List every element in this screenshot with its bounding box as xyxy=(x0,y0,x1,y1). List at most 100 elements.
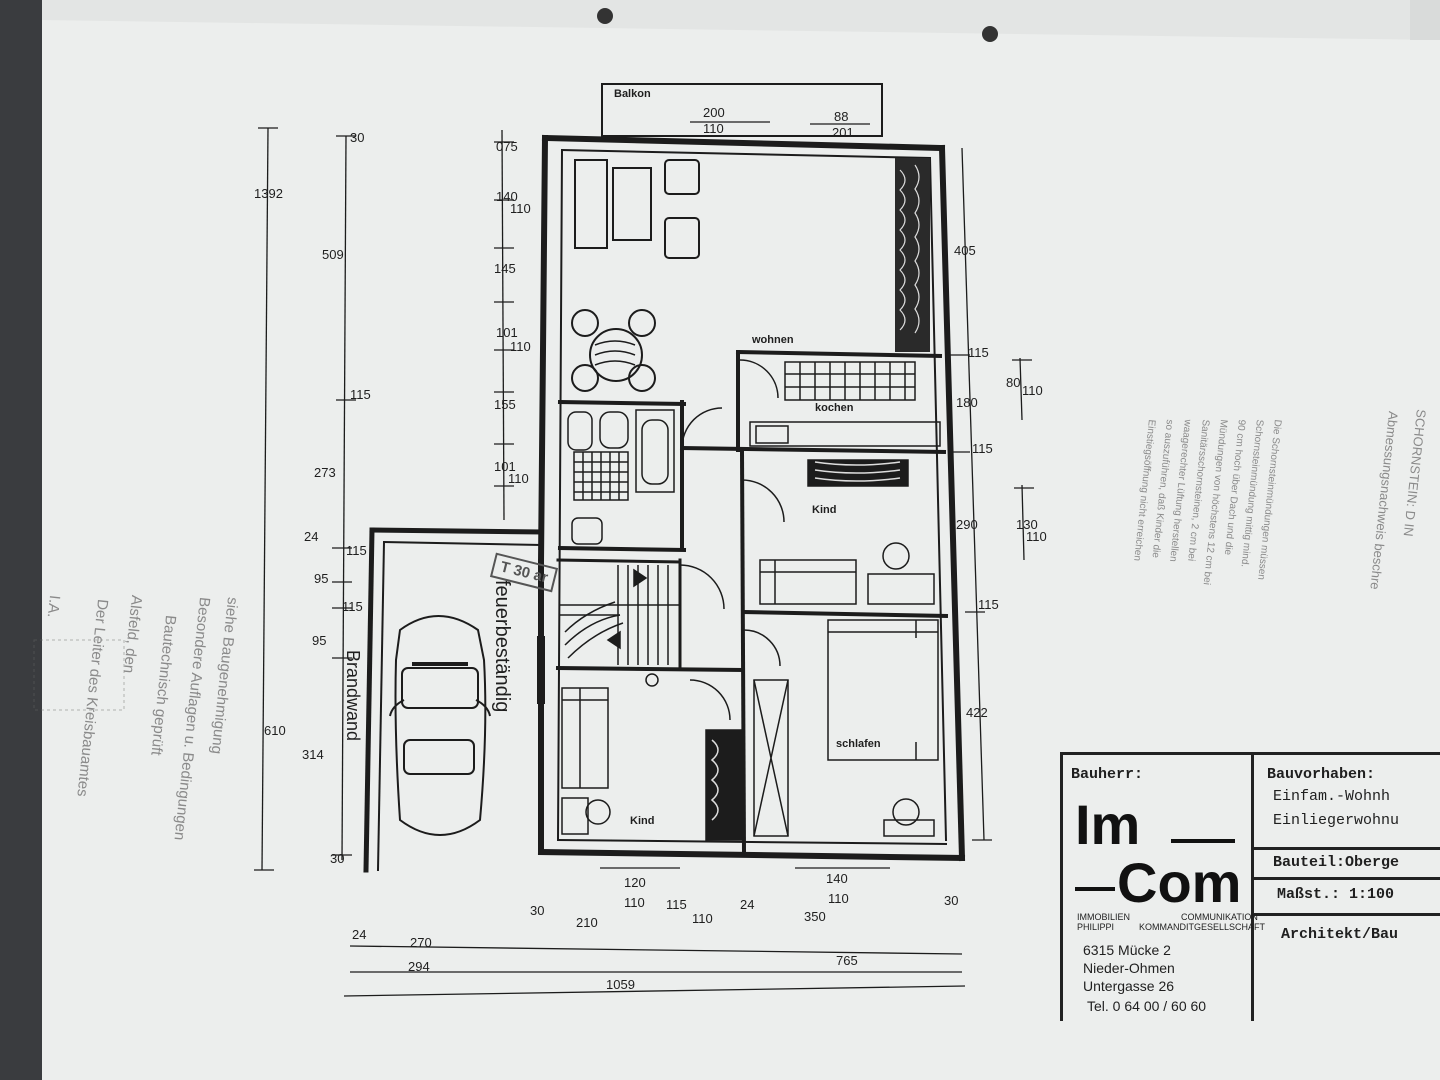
dim-bottom-115: 115 xyxy=(666,897,687,912)
top-dim-2-lower: 201 xyxy=(832,125,854,140)
dim-bottom-210: 210 xyxy=(576,915,598,930)
dim-inner-101-b: 101 xyxy=(494,459,516,474)
dim-bottom-270: 270 xyxy=(410,935,432,950)
living-furniture xyxy=(571,159,700,392)
kid-room-furniture xyxy=(741,459,935,605)
dim-left-115-a: 115 xyxy=(350,387,371,402)
dim-bottom-window-2-upper: 140 xyxy=(826,871,848,886)
note-ia: I.A. xyxy=(43,594,63,619)
dim-right-115-c: 115 xyxy=(978,597,999,612)
dim-left-95-a: 95 xyxy=(314,571,329,586)
room-label-kochen: kochen xyxy=(815,402,854,414)
room-label-wohnen: wohnen xyxy=(752,334,794,346)
dim-bottom-110: 110 xyxy=(692,911,713,926)
dim-right-window-2-lower: 110 xyxy=(1026,529,1047,544)
dim-bottom-window-1-upper: 120 xyxy=(624,875,646,890)
kid-room-lower-furniture xyxy=(561,673,743,841)
dim-bottom-30-b: 30 xyxy=(944,893,959,908)
address-line-1: 6315 Mücke 2 xyxy=(1083,942,1171,958)
bauherr-label: Bauherr: xyxy=(1071,766,1144,783)
dim-left-314: 314 xyxy=(302,747,324,762)
plan-walls xyxy=(363,83,966,873)
dim-left-509: 509 xyxy=(322,247,344,262)
bauteil-label: Bauteil: xyxy=(1273,854,1346,871)
dim-inner-110-a: 110 xyxy=(510,201,531,216)
dim-inner-075: 075 xyxy=(496,139,518,154)
dim-right-window-1-lower: 110 xyxy=(1022,383,1043,398)
bauvorhaben-label: Bauvorhaben: xyxy=(1267,766,1376,783)
dim-left-115-c: 115 xyxy=(342,599,363,614)
dim-left-610: 610 xyxy=(264,723,286,738)
wall-label-feuerbestaendig: feuerbeständig xyxy=(491,580,513,713)
dim-left-total: 1392 xyxy=(254,186,283,201)
bauvorhaben-line-1: Einfam.-Wohnh xyxy=(1273,788,1391,805)
dim-right-290: 290 xyxy=(956,517,978,532)
massstab-value: 1:100 xyxy=(1349,886,1395,903)
address-line-2: Nieder-Ohmen xyxy=(1083,960,1175,976)
kitchen-furniture xyxy=(739,359,941,447)
top-dim-1-lower: 110 xyxy=(703,121,724,136)
dim-inner-101-a: 101 xyxy=(496,325,518,340)
dimension-lines xyxy=(254,121,1034,997)
dim-right-422: 422 xyxy=(966,705,988,720)
logo-tagline-philippi: PHILIPPI xyxy=(1077,922,1115,932)
title-block-divider-3 xyxy=(1251,913,1440,916)
dim-left-95-b: 95 xyxy=(312,633,327,648)
massstab: Maßst.: 1:100 xyxy=(1277,887,1394,902)
wall-label-brandwand: Brandwand xyxy=(343,650,363,742)
logo-tagline-kg: KOMMANDITGESELLSCHAFT xyxy=(1139,922,1266,932)
dim-inner-145: 145 xyxy=(494,261,516,276)
address-line-3: Untergasse 26 xyxy=(1083,978,1175,994)
dim-right-405: 405 xyxy=(954,243,976,258)
dim-left-30-bottom: 30 xyxy=(330,851,345,866)
balcony-label: Balkon xyxy=(614,88,651,100)
top-dim-2-upper: 88 xyxy=(834,109,849,124)
bauteil-value: Oberge xyxy=(1345,854,1400,871)
logo-underline-bottom xyxy=(1075,887,1115,891)
dim-bottom-window-1-lower: 110 xyxy=(624,895,645,910)
dim-bottom-350: 350 xyxy=(804,909,826,924)
dim-bottom-total: 1059 xyxy=(606,977,635,992)
bathroom-furniture xyxy=(567,407,723,545)
dim-bottom-30-a: 30 xyxy=(530,903,545,918)
title-block-divider-vertical xyxy=(1251,755,1254,1021)
logo-tagline-communikation: COMMUNIKATION xyxy=(1181,912,1258,922)
dim-bottom-24-a: 24 xyxy=(352,927,367,942)
title-block-divider-2 xyxy=(1251,877,1440,880)
dim-inner-140: 140 xyxy=(496,189,518,204)
dim-right-115-a: 115 xyxy=(968,345,989,360)
massstab-label: Maßst.: xyxy=(1277,886,1341,903)
title-block: Bauherr: Im Com IMMOBILIEN COMMUNIKATION… xyxy=(1060,752,1440,1021)
logo-im: Im xyxy=(1075,793,1141,856)
dim-inner-110-b: 110 xyxy=(510,339,531,354)
faint-approval-stamp xyxy=(33,639,125,711)
dim-right-window-2-upper: 130 xyxy=(1016,517,1038,532)
dim-right-window-1-upper: 80 xyxy=(1006,375,1021,390)
dim-bottom-24-b: 24 xyxy=(740,897,755,912)
dim-inner-110-c: 110 xyxy=(508,471,529,486)
dim-right-115-b: 115 xyxy=(972,441,993,456)
bedroom-furniture xyxy=(743,619,939,837)
dim-inner-155: 155 xyxy=(494,397,516,412)
dim-left-115-b: 115 xyxy=(346,543,367,558)
dim-bottom-294: 294 xyxy=(408,959,430,974)
logo-com: Com xyxy=(1117,851,1242,914)
dim-left-24: 24 xyxy=(304,529,319,544)
dim-left-273: 273 xyxy=(314,465,336,480)
title-block-divider-1 xyxy=(1251,847,1440,850)
bauvorhaben-line-2: Einliegerwohnu xyxy=(1273,812,1400,829)
dim-right-180: 180 xyxy=(956,395,978,410)
dim-bottom-window-2-lower: 110 xyxy=(828,891,849,906)
logo-underline-top xyxy=(1171,839,1235,843)
bauteil: Bauteil:Oberge xyxy=(1273,855,1399,870)
room-label-kind-lower: Kind xyxy=(630,815,655,827)
stamp-suffix: ar xyxy=(531,566,550,587)
dim-left-30-top: 30 xyxy=(350,130,365,145)
room-label-kind-upper: Kind xyxy=(812,504,837,516)
phone: Tel. 0 64 00 / 60 60 xyxy=(1087,998,1207,1014)
stair xyxy=(560,564,725,665)
logo-tagline-immobilien: IMMOBILIEN xyxy=(1077,912,1131,922)
architekt-label: Architekt/Bau xyxy=(1281,926,1399,943)
dim-bottom-765: 765 xyxy=(836,953,858,968)
